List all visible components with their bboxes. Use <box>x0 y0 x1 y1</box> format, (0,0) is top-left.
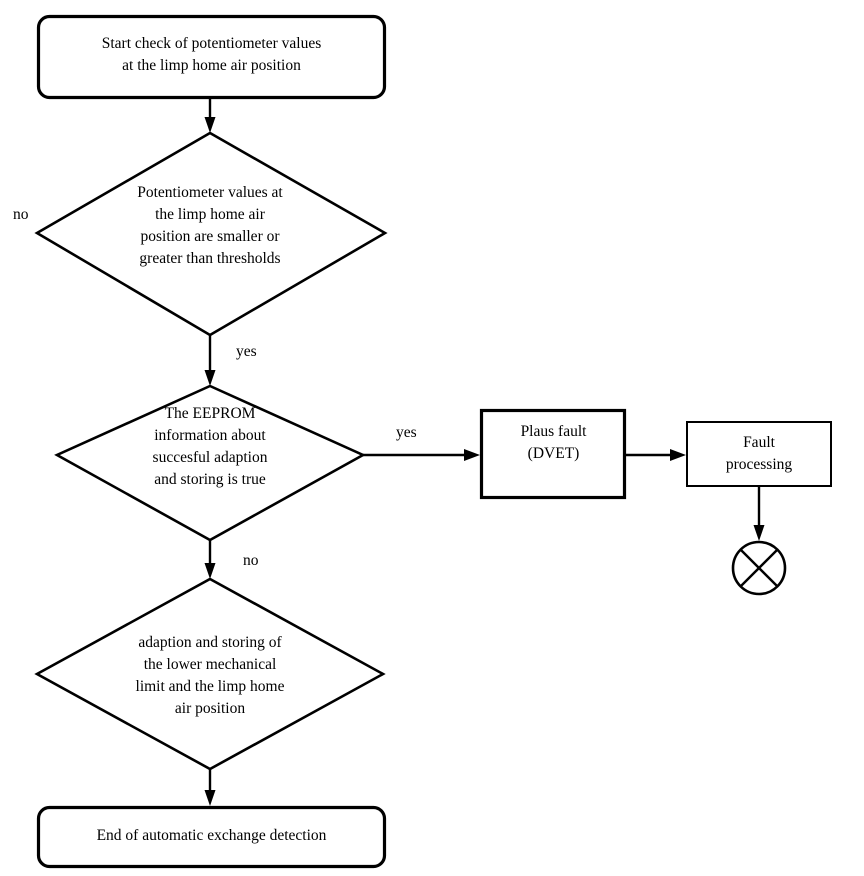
arrow-head-threshold-to-eeprom <box>204 370 216 386</box>
arrow-head-plaus-fault-to-fault-processing <box>670 449 686 461</box>
node-decision-threshold-shape <box>34 131 388 337</box>
terminator-cross-stroke-2 <box>739 548 779 588</box>
node-process-adaption-shape <box>34 577 386 771</box>
edge-label-eeprom-yes: yes <box>396 424 417 441</box>
edge-label-eeprom-no: no <box>243 552 259 569</box>
node-decision-eeprom-shape <box>54 384 366 542</box>
node-plaus-fault-shape <box>479 408 627 500</box>
node-start-shape <box>36 14 387 100</box>
arrow-head-start-to-threshold <box>204 117 216 133</box>
arrow-head-adaption-to-end <box>204 790 216 806</box>
edge-label-threshold-yes: yes <box>236 343 257 360</box>
arrow-head-fault-processing-to-terminator <box>753 525 765 541</box>
node-end-shape <box>36 805 387 869</box>
edge-label-threshold-no: no <box>13 206 29 223</box>
node-fault-processing-shape <box>686 421 832 487</box>
arrow-head-eeprom-to-adaption <box>204 563 216 579</box>
arrow-head-eeprom-to-plaus-fault <box>464 449 480 461</box>
